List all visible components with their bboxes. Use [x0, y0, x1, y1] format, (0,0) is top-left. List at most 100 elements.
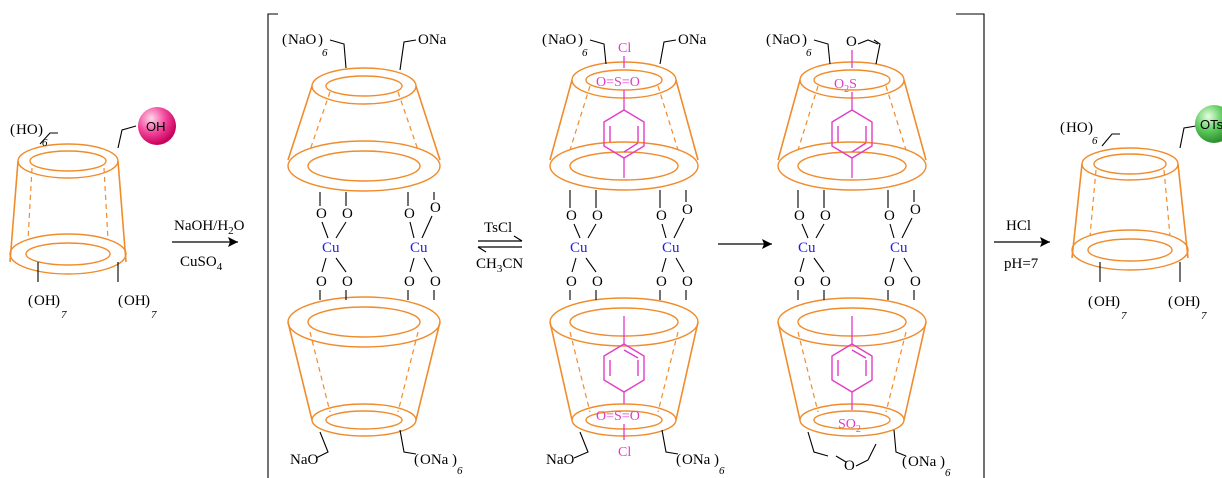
svg-text:O: O	[566, 208, 577, 224]
complex-a-cu-left: O O Cu O O	[316, 192, 353, 300]
complex-a-cu-right: O O Cu O O	[404, 192, 441, 300]
product-cyclodextrin: ( HO ) 6 OTs ( OH ) 7 ( OH ) 7	[1060, 105, 1222, 322]
step2-reagent-bottom: CH3CN	[476, 256, 523, 275]
cd-cone	[9, 143, 127, 275]
svg-text:O: O	[404, 206, 415, 222]
svg-text:O: O	[884, 274, 895, 290]
complex-c: ( NaO ) 6 O O2S O O Cu O O O O	[766, 32, 951, 478]
hydroxyl-ball-label: OH	[146, 119, 166, 134]
complex-b-cu-left-label: Cu	[570, 240, 588, 256]
svg-text:6: 6	[582, 47, 588, 59]
svg-text:): )	[1088, 120, 1093, 136]
hydroxyl-ball-icon	[138, 107, 176, 145]
cd-bottom-left-label: OH	[34, 293, 56, 309]
complex-b-top-left: NaO	[548, 32, 576, 48]
svg-text:O: O	[342, 274, 353, 290]
cd-top-left-paren: (	[10, 122, 15, 138]
svg-text:): )	[38, 122, 43, 138]
bracket-right	[956, 13, 985, 478]
svg-text:O: O	[820, 274, 831, 290]
product-bottom-right-label: OH	[1174, 294, 1196, 310]
complex-a-cu-left-label: Cu	[322, 240, 340, 256]
step2-equilibrium-arrow: TsCl CH3CN	[476, 220, 523, 275]
svg-text:): )	[714, 452, 719, 468]
cd-bottom-right-label: OH	[124, 293, 146, 309]
complex-b-bottom-cl: Cl	[618, 445, 631, 460]
complex-a-bottom-left: NaO	[290, 452, 318, 468]
complex-b-cu-left: O O Cu O O	[566, 190, 603, 300]
svg-text:O: O	[592, 208, 603, 224]
complex-b-bottom-tosyl: O=S=O Cl	[596, 316, 645, 460]
svg-text:O: O	[430, 200, 441, 216]
step1-arrow: NaOH/H2O CuSO4	[172, 218, 245, 273]
svg-text:O: O	[404, 274, 415, 290]
svg-text:7: 7	[1121, 310, 1127, 322]
complex-c-bottom-right: ONa	[908, 454, 937, 470]
complex-b-top-cl: Cl	[618, 41, 631, 56]
step2-reagent-top: TsCl	[484, 220, 512, 236]
svg-text:(: (	[28, 293, 33, 309]
svg-text:(: (	[118, 293, 123, 309]
step4-reagent-bottom: pH=7	[1004, 256, 1039, 272]
complex-b-bottom-sulfonyl: O=S=O	[596, 409, 640, 424]
svg-text:(: (	[1168, 294, 1173, 310]
complex-b-top-sulfonyl: O=S=O	[596, 75, 640, 90]
svg-text:O: O	[316, 274, 327, 290]
svg-text:O: O	[794, 208, 805, 224]
product-bottom-left-label: OH	[1094, 294, 1116, 310]
svg-text:): )	[55, 293, 60, 309]
svg-text:O: O	[682, 202, 693, 218]
complex-b: ( NaO ) 6 ONa Cl O=S=O O O Cu O O O O	[542, 32, 725, 477]
svg-text:O: O	[910, 202, 921, 218]
step1-reagent-bottom: CuSO4	[180, 254, 223, 273]
tosylate-ball-icon	[1195, 105, 1222, 143]
cd-top-left-count: 6	[42, 137, 48, 149]
svg-text:O: O	[682, 274, 693, 290]
complex-b-top-tosyl: Cl O=S=O	[596, 41, 645, 178]
svg-text:): )	[578, 32, 583, 48]
svg-text:): )	[318, 32, 323, 48]
step4-reagent-top: HCl	[1006, 218, 1031, 234]
svg-text:O: O	[656, 274, 667, 290]
svg-text:Cu: Cu	[890, 240, 908, 256]
svg-text:6: 6	[806, 47, 812, 59]
svg-text:7: 7	[151, 309, 157, 321]
svg-text:6: 6	[1092, 135, 1098, 147]
complex-c-cu-left: O O Cu O O	[794, 190, 831, 300]
step4-arrow: HCl pH=7	[994, 218, 1050, 272]
tosylate-ball-label: OTs	[1200, 117, 1222, 132]
complex-a: ( NaO ) 6 ONa O O Cu O O O O Cu O O NaO …	[282, 32, 463, 477]
svg-text:(: (	[766, 32, 771, 48]
complex-c-top-tosyl: O2S	[831, 50, 873, 178]
svg-text:O: O	[592, 274, 603, 290]
step3-arrow	[718, 239, 772, 249]
svg-text:O: O	[656, 208, 667, 224]
svg-text:): )	[802, 32, 807, 48]
complex-b-bottom-left: NaO	[546, 452, 574, 468]
svg-text:Cu: Cu	[410, 240, 428, 256]
product-top-left-label: HO	[1066, 120, 1088, 136]
complex-a-top-left: NaO	[288, 32, 316, 48]
bracket-left	[267, 13, 278, 478]
svg-text:O: O	[316, 206, 327, 222]
svg-text:(: (	[414, 452, 419, 468]
svg-text:(: (	[676, 452, 681, 468]
complex-c-bottom-so2: SO2	[838, 417, 861, 435]
complex-a-top-right: ONa	[418, 32, 447, 48]
complex-c-bottom-o: O	[844, 458, 855, 474]
svg-text:): )	[1115, 294, 1120, 310]
svg-text:O: O	[794, 274, 805, 290]
complex-c-top-o: O	[846, 34, 857, 50]
svg-text:O: O	[430, 274, 441, 290]
svg-text:O: O	[884, 208, 895, 224]
cd-top-left-label: HO	[16, 122, 38, 138]
svg-text:(: (	[902, 454, 907, 470]
svg-text:6: 6	[322, 47, 328, 59]
svg-text:O: O	[910, 274, 921, 290]
starting-cyclodextrin: ( HO ) 6 OH ( OH ) 7 ( OH ) 7	[9, 107, 176, 321]
complex-c-top-left: NaO	[772, 32, 800, 48]
complex-c-cu-right: O O Cu O O	[884, 190, 921, 300]
complex-c-cu-left-label: Cu	[798, 240, 816, 256]
svg-text:(: (	[1088, 294, 1093, 310]
